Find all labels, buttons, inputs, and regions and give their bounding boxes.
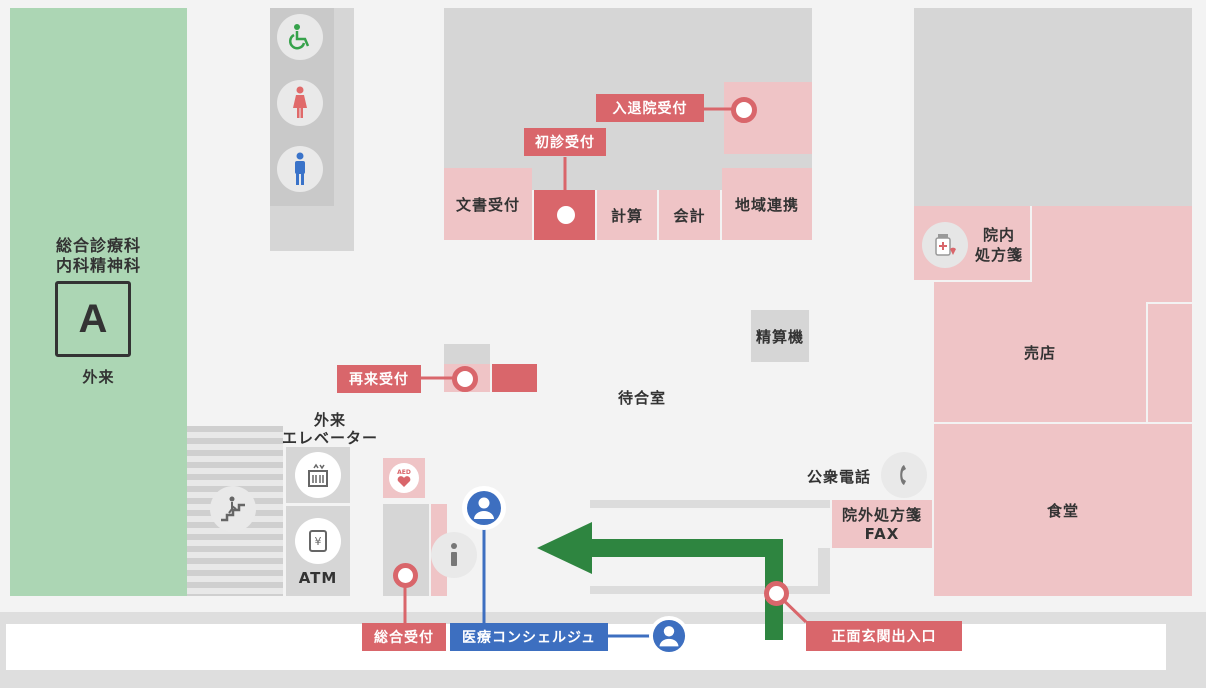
atm-label: ATM — [298, 569, 338, 587]
info-icon — [431, 532, 477, 578]
medicine-icon — [922, 222, 968, 268]
admission-tag[interactable]: 入退院受付 — [596, 94, 704, 122]
outpatient-a-dept-line1: 総合診療科 — [55, 236, 141, 255]
elevator-line2: エレベーター — [281, 428, 378, 447]
outpatient-a-letter: A — [78, 296, 108, 341]
main-entrance-marker[interactable] — [764, 581, 789, 606]
revisit-desk-right — [492, 364, 537, 392]
right-gray-area — [914, 8, 1192, 206]
payment-machine: 精算機 — [751, 310, 809, 362]
general-reception-marker[interactable] — [393, 563, 418, 588]
fax-line2: FAX — [864, 525, 900, 543]
billing-desk: 計算 — [597, 190, 657, 240]
waiting-room: 待合室 — [617, 388, 666, 407]
aed-text: AED — [397, 468, 411, 476]
elevator-line1: 外来 — [313, 410, 346, 429]
atm-icon: ¥ — [295, 518, 341, 564]
fax-line1: 院外処方箋 — [841, 505, 922, 524]
aed-icon: AED — [389, 463, 419, 493]
revisit-tag[interactable]: 再来受付 — [337, 365, 421, 393]
first-visit-tag[interactable]: 初診受付 — [524, 128, 606, 156]
prescription-in-line2: 処方箋 — [974, 245, 1023, 264]
route-arrow — [537, 522, 783, 640]
accounting-desk: 会計 — [659, 190, 720, 240]
main-entrance-tag[interactable]: 正面玄関出入口 — [806, 621, 962, 651]
concierge-person-icon-2[interactable] — [649, 616, 689, 656]
shop: 売店 — [934, 282, 1146, 422]
outpatient-a-dept-line2: 内科精神科 — [55, 256, 141, 275]
men-restroom-icon — [277, 146, 323, 192]
stairs-icon — [210, 486, 256, 532]
outpatient-a-block — [10, 8, 187, 596]
document-desk: 文書受付 — [444, 168, 532, 240]
revisit-gray — [444, 344, 490, 364]
revisit-marker[interactable] — [452, 366, 478, 392]
wheelchair-icon — [277, 14, 323, 60]
public-phone-label: 公衆電話 — [806, 467, 871, 486]
svg-text:¥: ¥ — [315, 535, 322, 548]
admission-marker[interactable] — [731, 97, 757, 123]
concierge-tag[interactable]: 医療コンシェルジュ — [450, 623, 608, 651]
outpatient-a-letter-box: A — [55, 281, 131, 357]
first-visit-marker[interactable] — [552, 201, 580, 229]
fax-box — [832, 500, 932, 548]
outpatient-a-caption: 外来 — [82, 367, 115, 386]
shop-side — [1148, 304, 1192, 422]
phone-icon — [881, 452, 927, 498]
entrance-wall-side — [818, 548, 830, 594]
entrance-wall-top — [590, 500, 830, 508]
elevator-icon — [295, 452, 341, 498]
women-restroom-icon — [277, 80, 323, 126]
regional-desk: 地域連携 — [722, 168, 812, 240]
concierge-person-icon[interactable] — [462, 486, 506, 530]
cafeteria: 食堂 — [934, 424, 1192, 596]
entrance-wall-bottom — [590, 586, 820, 594]
prescription-in-line1: 院内 — [982, 225, 1015, 244]
general-reception-tag[interactable]: 総合受付 — [362, 623, 446, 651]
